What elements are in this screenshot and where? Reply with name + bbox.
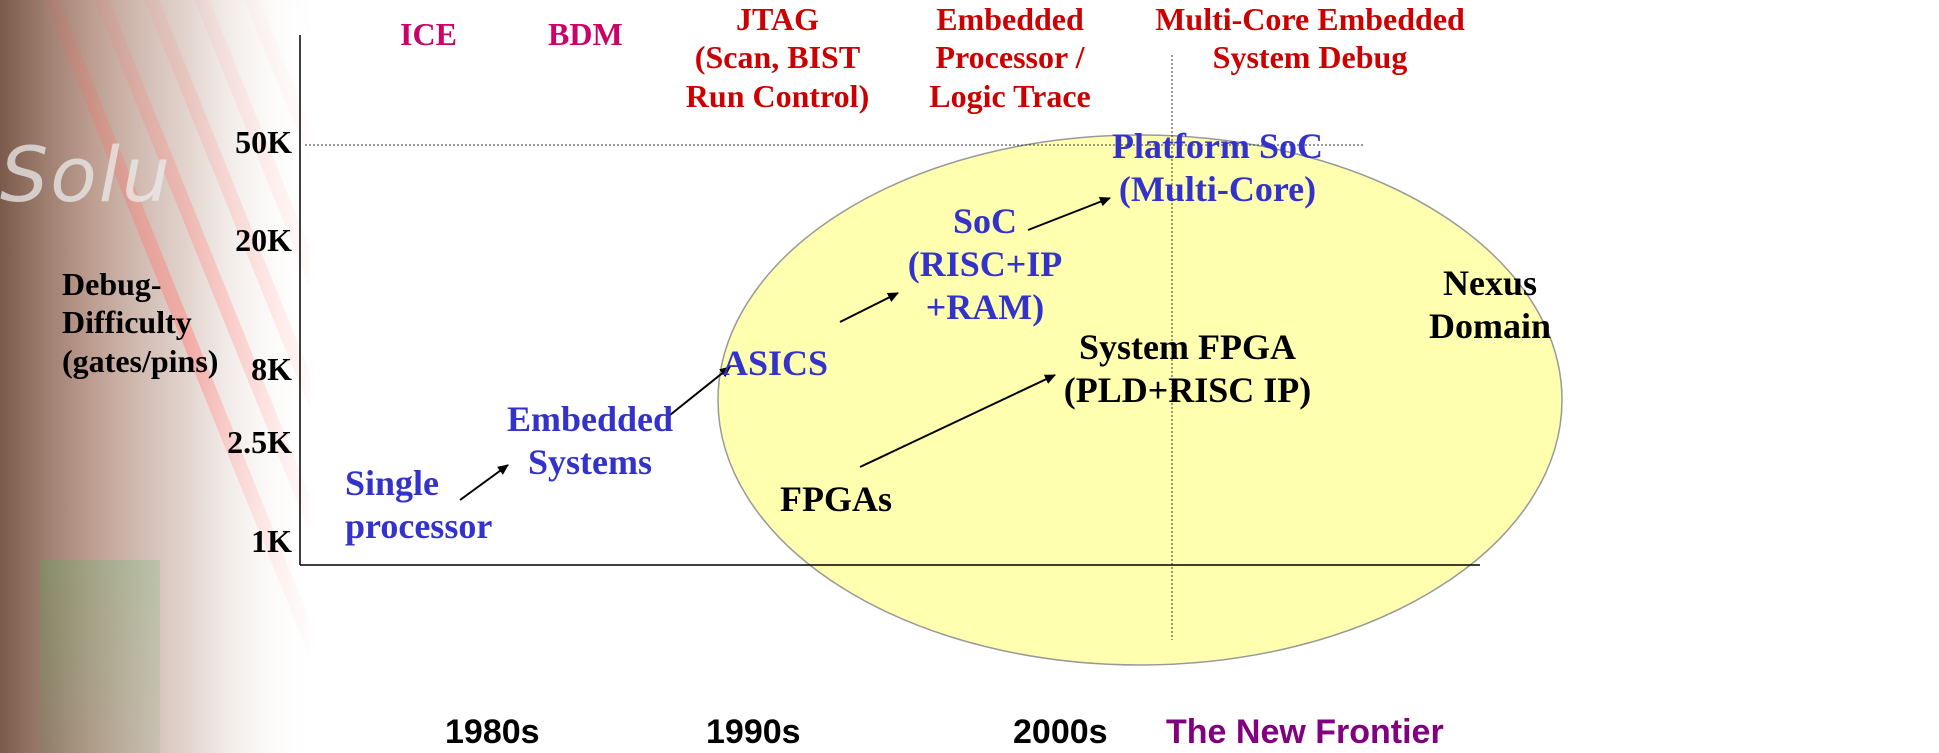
y-tick-20k: 20K bbox=[235, 222, 292, 258]
node-embedded-systems: Embedded Systems bbox=[506, 399, 674, 483]
x-tick-2000s: 2000s bbox=[1013, 713, 1108, 751]
node-system-fpga: System FPGA (PLD+RISC IP) bbox=[1063, 327, 1312, 411]
node-soc: SoC (RISC+IP +RAM) bbox=[907, 201, 1063, 328]
node-nexus-domain: Nexus Domain bbox=[1428, 263, 1551, 347]
node-asics: ASICS bbox=[722, 343, 829, 383]
era-embedded-trace-label: Embedded Processor / Logic Trace bbox=[929, 1, 1091, 114]
background-watermark-word: Solu bbox=[0, 130, 173, 219]
y-tick-2-5k: 2.5K bbox=[227, 424, 292, 460]
x-tick-1980s: 1980s bbox=[445, 713, 540, 751]
node-single-processor: Single processor bbox=[345, 463, 493, 547]
era-ice-label: ICE bbox=[400, 16, 457, 52]
y-tick-8k: 8K bbox=[251, 351, 292, 387]
x-label-new-frontier: The New Frontier bbox=[1166, 713, 1444, 751]
nexus-domain-ellipse bbox=[717, 134, 1563, 666]
node-platform-soc: Platform SoC (Multi-Core) bbox=[1112, 126, 1323, 210]
y-axis-label: Debug- Difficulty (gates/pins) bbox=[62, 266, 219, 379]
x-tick-1990s: 1990s bbox=[706, 713, 801, 751]
arrow-embedded-to-asics bbox=[669, 366, 731, 416]
y-tick-1k: 1K bbox=[251, 523, 292, 559]
era-bdm-label: BDM bbox=[548, 16, 623, 52]
arrow-soc-to-platform bbox=[1027, 196, 1111, 231]
era-jtag-label: JTAG (Scan, BIST Run Control) bbox=[685, 1, 870, 114]
arrow-asics-to-soc bbox=[839, 292, 899, 323]
node-fpgas: FPGAs bbox=[780, 479, 892, 519]
y-tick-50k: 50K bbox=[235, 124, 292, 160]
background-decoration bbox=[0, 0, 310, 753]
arrow-single-to-embedded bbox=[459, 464, 509, 501]
era-multicore-label: Multi-Core Embedded System Debug bbox=[1155, 1, 1465, 76]
arrow-fpgas-to-system-fpga bbox=[859, 374, 1056, 468]
